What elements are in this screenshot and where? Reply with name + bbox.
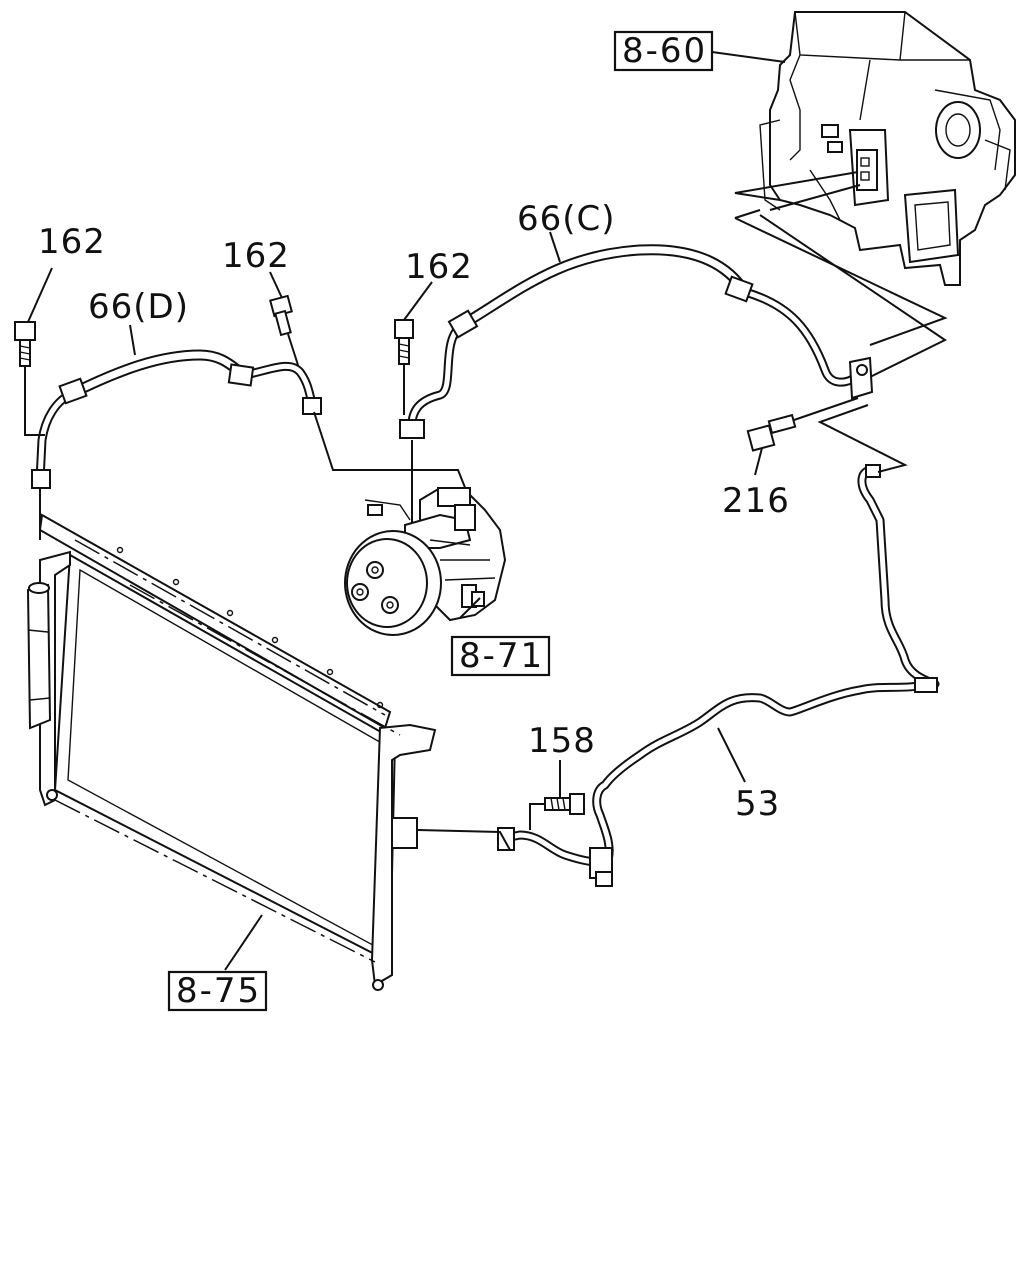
compressor-connection-lines xyxy=(313,411,471,525)
compressor-drawing xyxy=(344,486,507,636)
callout-216: 216 xyxy=(722,481,790,521)
callout-162-mid: 162 xyxy=(222,236,290,276)
condenser-drawing xyxy=(26,513,437,991)
pipe-53-drawing xyxy=(417,404,940,887)
reference-box-8-71[interactable]: 8-71 xyxy=(450,635,551,677)
callout-66d: 66(D) xyxy=(88,287,189,327)
bolt-158-drawing xyxy=(529,760,585,830)
reference-box-8-75[interactable]: 8-75 xyxy=(167,970,268,1012)
hose-66d-drawing xyxy=(31,349,322,540)
leader-lines xyxy=(129,51,786,971)
callout-162-left: 162 xyxy=(38,222,106,262)
reference-8-75-label: 8-75 xyxy=(176,971,261,1011)
bolt-216-drawing xyxy=(746,397,859,476)
evaporator-unit-drawing xyxy=(759,11,1016,286)
bolt-162-mid-drawing xyxy=(269,271,299,366)
callout-158: 158 xyxy=(528,721,596,761)
phantom-lines xyxy=(54,539,401,963)
evaporator-connection-lines xyxy=(734,171,948,379)
bolt-162-left-drawing xyxy=(14,267,53,436)
bolt-162-right-drawing xyxy=(394,281,433,415)
reference-box-8-60[interactable]: 8-60 xyxy=(613,30,714,72)
callout-162-right: 162 xyxy=(405,247,473,287)
hose-66c-drawing xyxy=(399,244,874,439)
callout-66c: 66(C) xyxy=(517,199,616,239)
callout-53: 53 xyxy=(735,784,780,824)
reference-8-60-label: 8-60 xyxy=(622,31,707,71)
reference-8-71-label: 8-71 xyxy=(459,636,544,676)
